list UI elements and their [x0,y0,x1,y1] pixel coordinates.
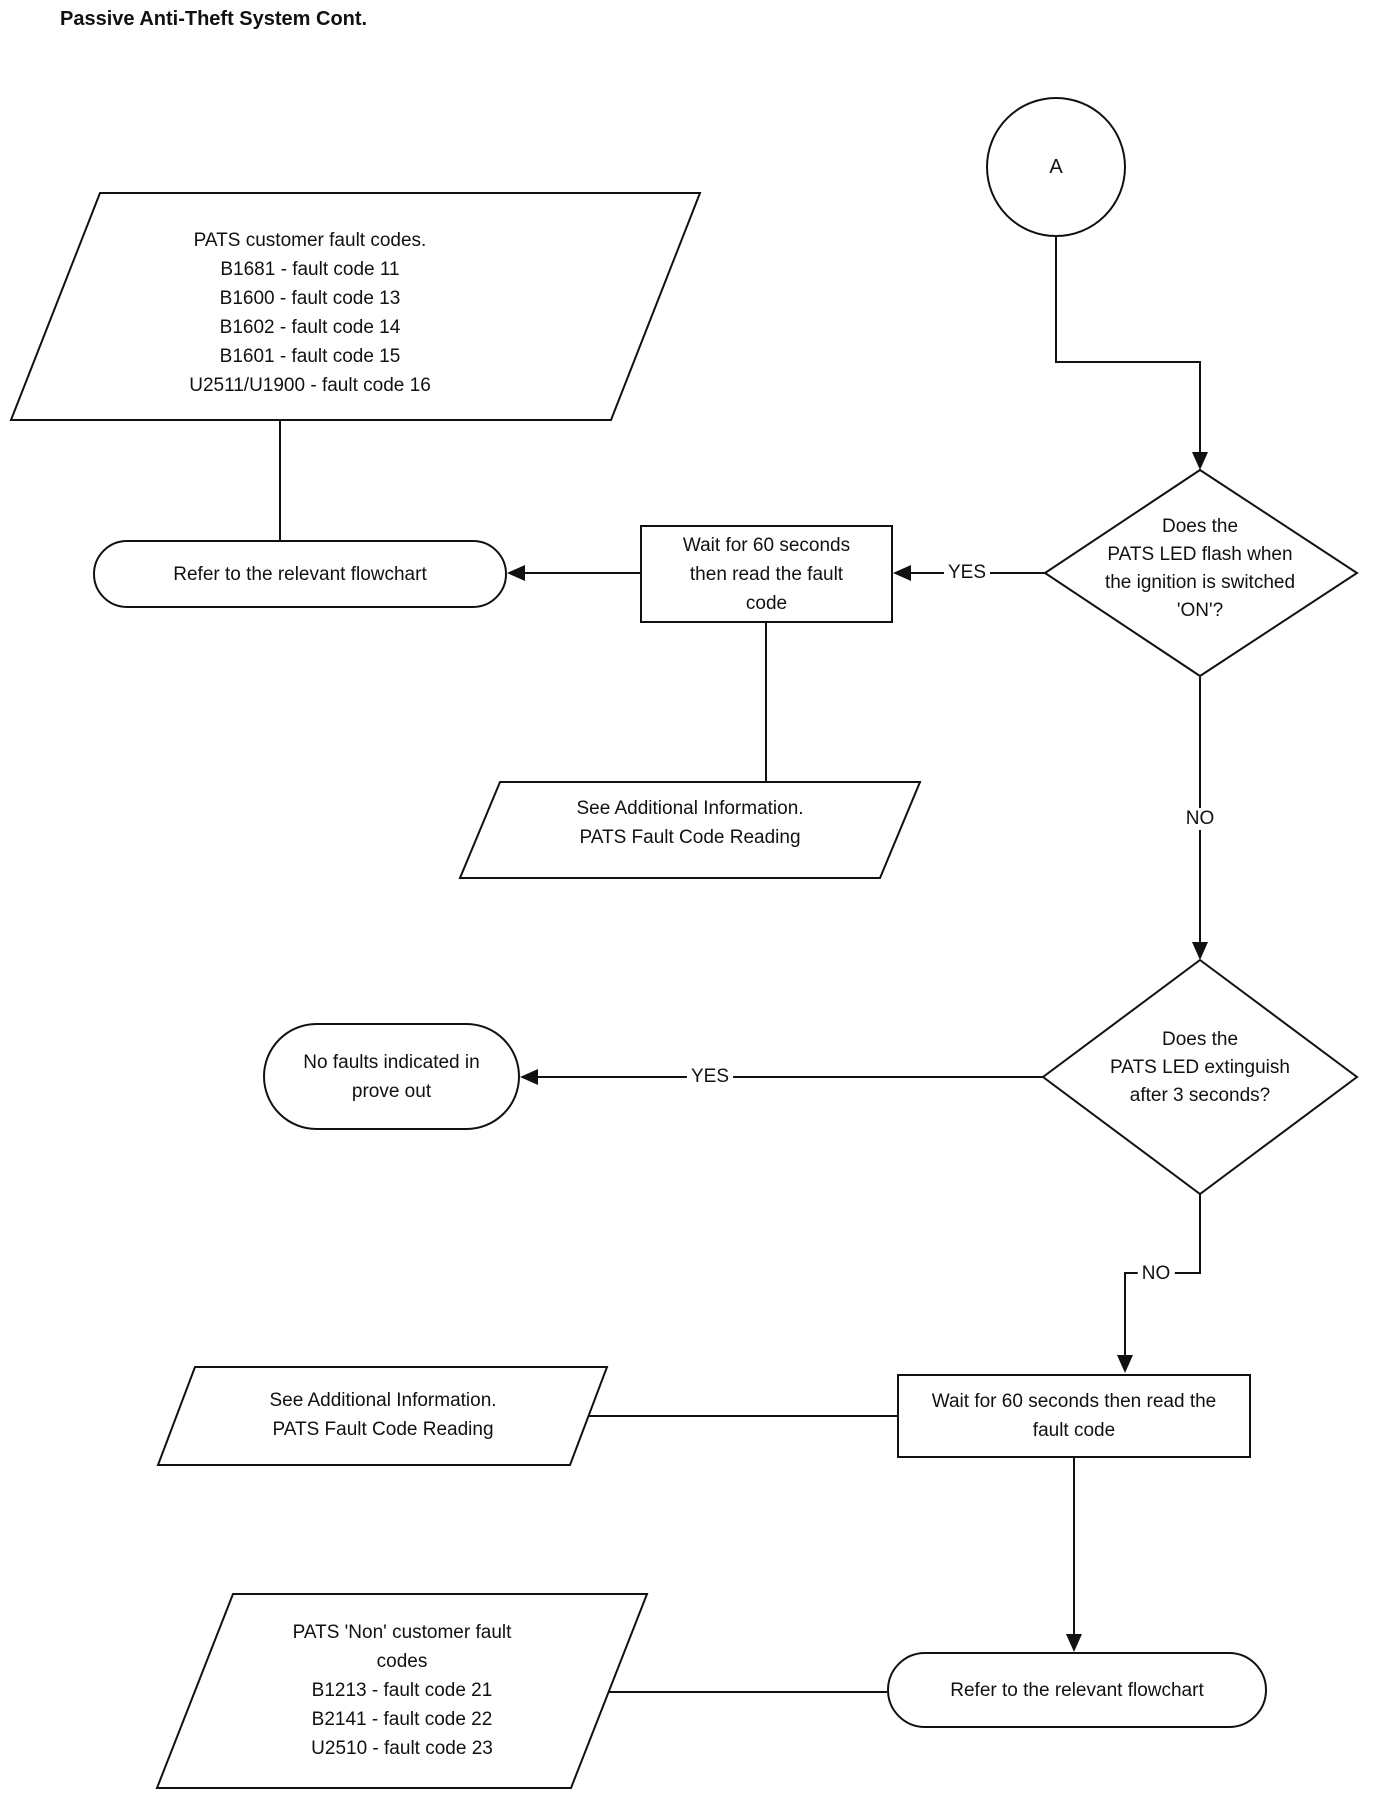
decision-pats-led-flash-label: Does the PATS LED flash when the ignitio… [1104,516,1296,621]
parallelogram-customer-fault-codes-outline [9,192,702,421]
decision-pats-led-extinguish-label: Does the PATS LED extinguish after 3 sec… [1110,1029,1290,1106]
connector-a-to-led-flash [1055,237,1201,454]
parallelogram-see-additional-info-1-outline [458,781,922,879]
arrowhead-into-led-flash [1192,452,1208,470]
edge-label-yes-1: YES [943,562,991,584]
process-wait-60-seconds-1: Wait for 60 seconds then read the fault … [640,525,893,623]
edge-label-no-2: NO [1137,1263,1175,1285]
offpage-connector-a: A [986,97,1126,237]
parallelogram-see-additional-info-2-label: See Additional Information. PATS Fault C… [269,1390,497,1440]
edge-label-no-1: NO [1181,808,1219,830]
arrowhead-into-refer-1 [507,565,525,581]
edge-label-yes-2: YES [686,1066,734,1088]
decision-pats-led-flash-outline [1043,468,1359,678]
parallelogram-non-customer-fault-codes-label: PATS 'Non' customer fault codes B1213 - … [292,1622,512,1759]
arrowhead-into-no-faults [520,1069,538,1085]
terminator-refer-flowchart-1: Refer to the relevant flowchart [93,540,507,608]
arrowhead-into-wait-1 [893,565,911,581]
parallelogram-see-additional-info-2-outline [156,1366,609,1466]
terminator-no-faults: No faults indicated in prove out [263,1023,520,1130]
parallelogram-non-customer-fault-codes-outline [155,1593,649,1789]
arrowhead-into-refer-2 [1066,1634,1082,1652]
arrowhead-into-led-extinguish [1192,942,1208,960]
parallelogram-see-additional-info-1-label: See Additional Information. PATS Fault C… [576,798,804,848]
terminator-refer-flowchart-2: Refer to the relevant flowchart [887,1652,1267,1728]
process-wait-60-seconds-2: Wait for 60 seconds then read the fault … [897,1374,1251,1458]
arrowhead-into-wait-2 [1117,1355,1133,1373]
parallelogram-customer-fault-codes-label: PATS customer fault codes. B1681 - fault… [189,230,431,396]
page-title: Passive Anti-Theft System Cont. [60,8,368,30]
